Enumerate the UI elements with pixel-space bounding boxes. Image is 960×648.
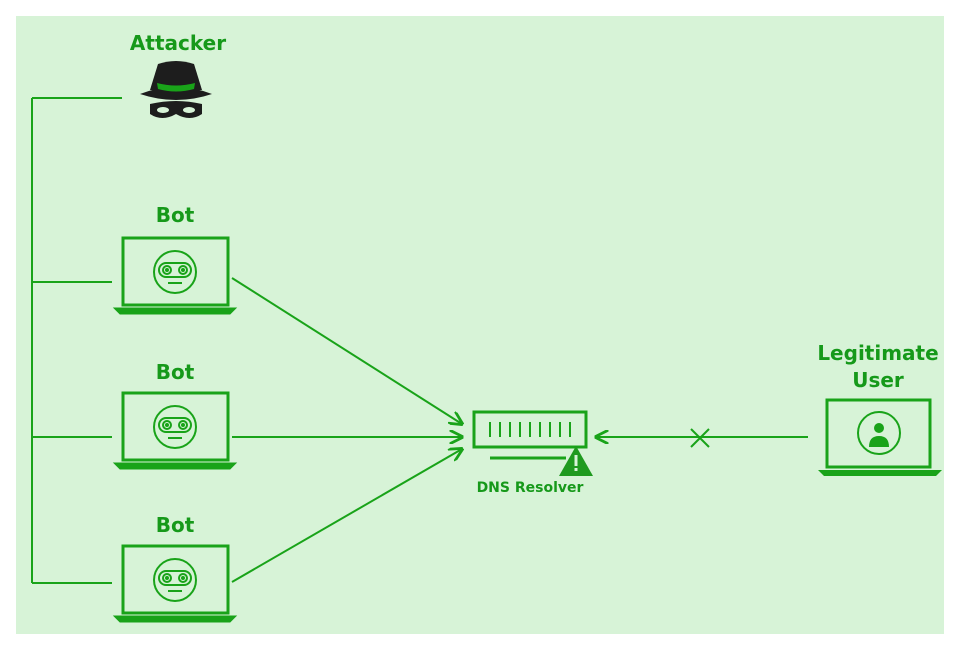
bot-laptop-2 — [112, 391, 238, 470]
bot-label-1: Bot — [155, 203, 195, 227]
legit-user-laptop — [818, 398, 942, 476]
dns-resolver-label: DNS Resolver — [476, 480, 584, 496]
x-mark-icon — [690, 428, 710, 448]
attacker-connector — [31, 97, 122, 584]
legit-user-label-line1: Legitimate — [817, 341, 939, 365]
warning-triangle-icon — [559, 446, 593, 476]
diagram-background — [16, 16, 944, 634]
bot-label-3: Bot — [155, 513, 195, 537]
bot-label-2: Bot — [155, 360, 195, 384]
attack-traffic-arrows — [231, 277, 462, 583]
robot-face-icon — [153, 558, 197, 602]
robot-face-icon — [153, 250, 197, 294]
bot-laptop-3 — [112, 544, 238, 623]
server-rack-icon — [472, 410, 588, 460]
hat-and-mask-icon — [140, 61, 212, 118]
person-icon — [869, 423, 889, 447]
legit-user-label: Legitimate User — [808, 340, 948, 394]
attacker-label: Attacker — [129, 31, 227, 55]
robot-face-icon — [153, 405, 197, 449]
bot-laptop-1 — [112, 236, 238, 315]
legit-user-label-line2: User — [852, 368, 904, 392]
